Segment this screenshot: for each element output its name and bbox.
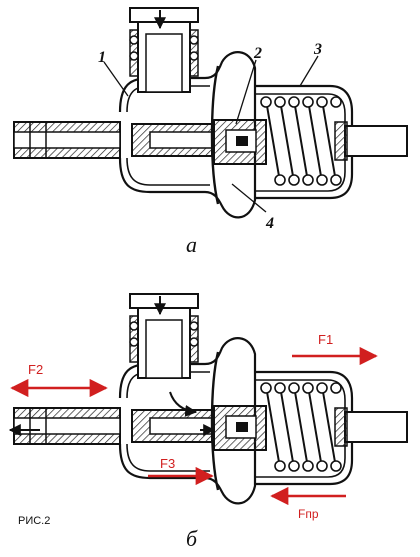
diagram-a: 1 2 3 4 а bbox=[14, 8, 407, 257]
figure-label: РИС.2 bbox=[18, 515, 50, 527]
caption-b: б bbox=[186, 526, 198, 551]
force-label-fpr: Fпр bbox=[298, 507, 319, 521]
caption-a: а bbox=[186, 232, 197, 257]
callout-2: 2 bbox=[253, 45, 262, 62]
flow-arrow bbox=[169, 391, 198, 417]
callout-4: 4 bbox=[265, 215, 274, 232]
callout-3: 3 bbox=[313, 41, 322, 58]
force-label-f3: F3 bbox=[160, 456, 175, 471]
diagram-b: F1 F2 F3 Fпр б bbox=[8, 294, 407, 551]
force-label-f1: F1 bbox=[318, 332, 333, 347]
force-label-f2: F2 bbox=[28, 362, 43, 377]
callout-1: 1 bbox=[98, 49, 106, 66]
callout-leaders bbox=[103, 55, 319, 213]
